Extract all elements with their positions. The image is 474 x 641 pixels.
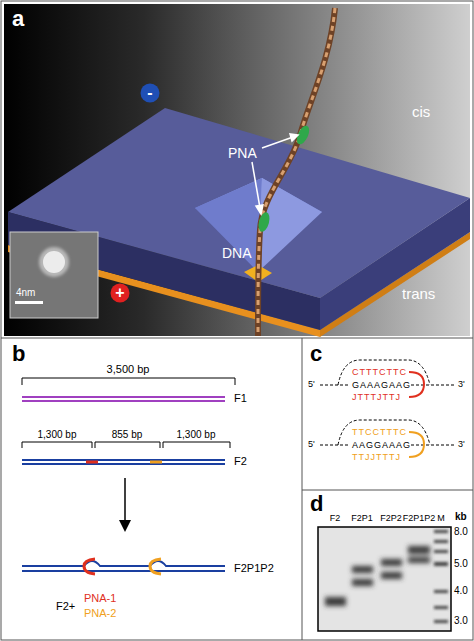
size-tick: 4.0 [454,586,468,596]
lane-label: F2P1 [351,514,373,523]
membrane [8,108,470,337]
fragment-name: F2 [234,456,247,467]
gel-image [318,527,451,631]
key-label: F2+ [56,601,75,612]
dimension-label: 1,300 bp [177,430,216,440]
scale-label: 4nm [16,288,35,298]
key-label: PNA-1 [84,593,116,604]
dna-strand [258,8,335,336]
panel-letter: d [310,493,323,515]
strand-end: 5' [308,380,315,389]
pna-blob [257,211,272,233]
panel-letter: c [310,343,322,365]
size-tick: 5.0 [454,559,468,569]
sequence: AAGGAAAG [352,441,411,450]
fragment-name: F1 [234,393,247,404]
unit-label: kb [455,512,467,522]
sequence: CTTTCTTC [352,368,407,377]
key-label: PNA-2 [84,608,116,619]
sequence: TTJJTTTJ [352,453,401,462]
charge-sign: + [110,283,130,303]
size-tick: 3.0 [454,616,468,626]
dimension-label: 1,300 bp [38,430,77,440]
sequence: JTTTJTTJ [352,393,401,402]
side-label: trans [402,286,435,301]
sequence: GAAAGAAG [352,381,411,390]
dimension-label: 855 bp [112,430,143,440]
lane-label: F2 [330,514,341,523]
side-label: cis [412,104,430,119]
panel-letter: a [12,8,24,30]
callout-label: PNA [228,146,257,160]
fragment-map [22,378,235,574]
size-tick: 8.0 [454,527,468,537]
lane-label: F2P2 [380,514,402,523]
charge-circle: - [140,83,160,103]
pointer-arrows [252,134,298,214]
charge-circle: + [110,283,130,303]
panel-a-background [4,4,470,336]
lane-label: M [437,514,445,523]
lane-label: F2P1P2 [403,514,436,523]
sequence: TTCCTTTC [352,428,407,437]
dimension-label: 3,500 bp [107,364,150,375]
panel-letter: b [12,343,25,365]
charge-sign: - [140,83,160,103]
tem-inset [10,232,98,318]
sequence-diagram [320,360,455,457]
strand-end: 3' [458,440,465,449]
callout-label: DNA [222,246,252,260]
strand-end: 5' [308,440,315,449]
fragment-name: F2P1P2 [234,563,274,574]
strand-end: 3' [458,380,465,389]
